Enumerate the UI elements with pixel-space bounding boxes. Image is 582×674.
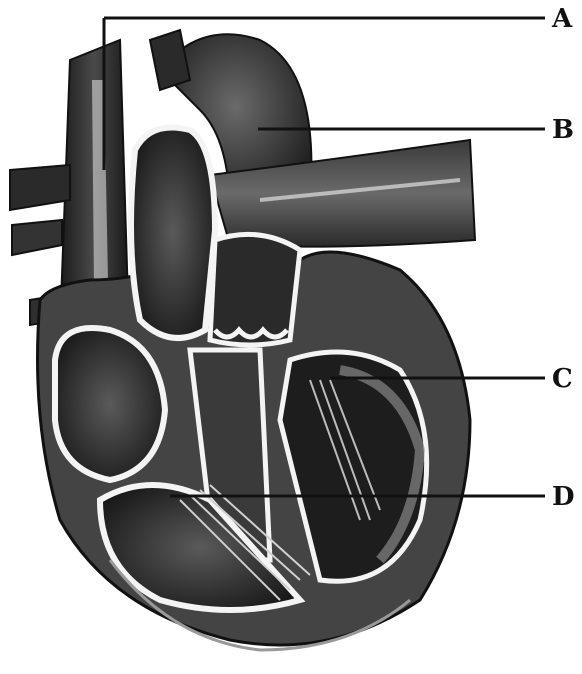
label-c: C — [552, 366, 573, 392]
aortic-outflow — [210, 234, 300, 345]
left-atrium — [131, 128, 215, 339]
left-side-vessel-mid — [12, 220, 62, 255]
left-side-vessel-upper — [10, 165, 70, 210]
label-a: A — [552, 6, 572, 32]
label-b: B — [552, 117, 574, 143]
aortic-branch — [150, 30, 190, 90]
label-d: D — [552, 484, 575, 510]
